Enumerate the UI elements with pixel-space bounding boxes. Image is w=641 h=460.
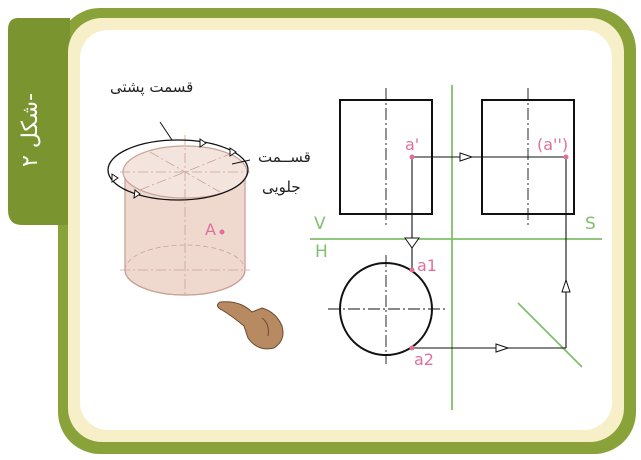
point-a-marker [219, 229, 225, 235]
point-a2 [409, 345, 415, 351]
label-a2: a2 [414, 350, 434, 369]
label-a-prime: a' [405, 135, 420, 154]
label-plane-h: H [315, 242, 328, 262]
label-point-a: A [205, 220, 216, 239]
label-back-part: قسمت پشتی [110, 78, 194, 96]
figure-title: شکل ۲- [18, 92, 43, 168]
projection-lines [411, 156, 567, 349]
mitre-line [517, 302, 583, 368]
point-a-prime [409, 154, 415, 160]
cylinder-3d [107, 121, 251, 296]
label-plane-v: V [314, 214, 326, 234]
label-plane-s: S [585, 214, 596, 234]
pointing-hand-icon [216, 301, 284, 350]
label-a-double-prime: (a'') [537, 135, 569, 154]
label-front-part-line2: جلویی [262, 178, 301, 196]
point-a1 [409, 267, 415, 273]
card [80, 30, 612, 430]
label-front-part-line1: قســمت [258, 148, 311, 166]
point-a-double-prime [563, 154, 569, 160]
figure-tab [8, 18, 70, 225]
label-a1: a1 [417, 256, 437, 275]
